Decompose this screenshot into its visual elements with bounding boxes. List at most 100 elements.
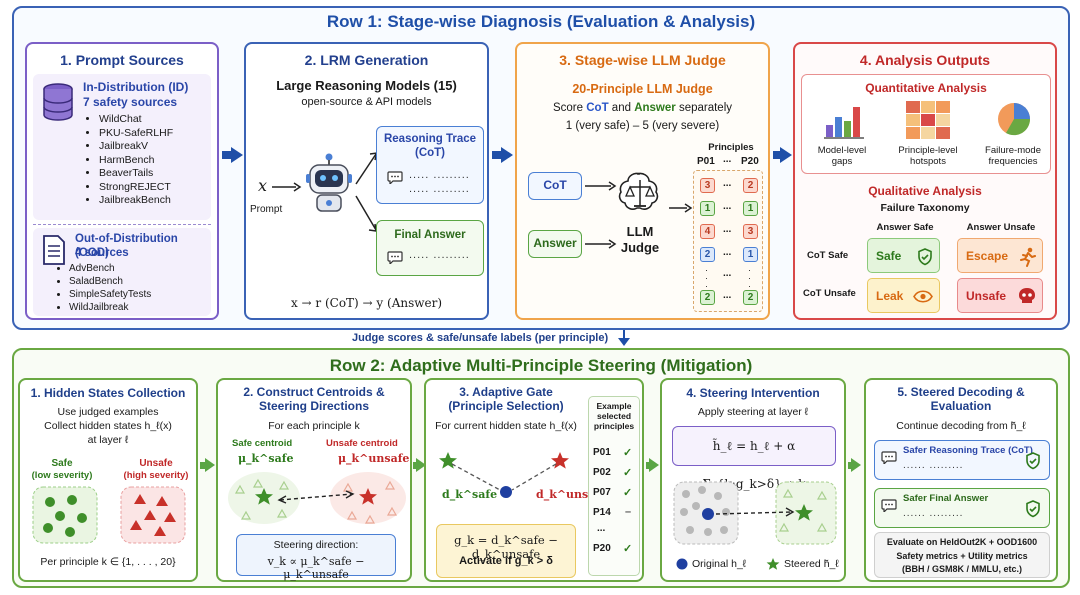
qual-title: Qualitative Analysis [868,184,982,198]
check-mark: ✓ [623,467,633,479]
original-state-label: Original h_ℓ [692,558,747,570]
score-chip: 2 [700,247,715,262]
quant-item-1-l2: gaps [831,156,853,167]
taxonomy-safe-cell: Safe [867,238,940,273]
trace-label-2: (CoT) [414,147,445,159]
connector-label: Judge scores & safe/unsafe labels (per p… [352,332,609,344]
quant-item-3-l2: frequencies [988,156,1038,167]
hidden-states-panel: 1. Hidden States Collection Use judged e… [18,378,198,582]
list-item: StrongREJECT [99,181,173,195]
hidden-states-title: 1. Hidden States Collection [30,386,186,400]
chat-bubble-icon [881,451,897,464]
connector-arrow-head [618,338,630,346]
list-item: BeaverTails [99,167,173,181]
unsafe-label: Unsafe [966,289,1007,303]
chat-bubble-icon [387,171,403,184]
eye-icon [913,290,933,303]
example-header-1: Example [596,401,632,411]
chat-bubble-icon [387,251,403,264]
list-item: AdvBench [69,262,151,275]
row-cot-unsafe: CoT Unsafe [803,288,856,299]
unsafe-group-label: Unsafe [139,458,173,469]
check-mark: ✓ [623,487,633,499]
ellipsis: ... [723,178,732,189]
row-cot-safe: CoT Safe [807,250,849,261]
analysis-title: 4. Analysis Outputs [859,52,991,68]
lrm-heading: Large Reasoning Models (15) [276,78,457,93]
ellipsis: ... [723,290,732,301]
ellipsis: ... [723,224,732,235]
flow-arrow-shaft [848,462,852,469]
trace-label: Reasoning Trace [383,133,477,145]
list-item: JailbreakV [99,140,173,154]
ellipsis: ... [723,247,732,258]
analysis-outputs-panel: 4. Analysis Outputs Quantitative Analysi… [793,42,1057,320]
steering-diagram [673,481,837,545]
score-chip: 3 [700,178,715,193]
quant-item-2-l2: hotspots [910,156,946,167]
safer-answer-text: ...... ......... [903,508,964,519]
gate-subtitle: For current hidden state h_ℓ(x) [435,420,577,432]
decoding-subtitle: Continue decoding from h̃_ℓ [896,420,1026,432]
list-item: HarmBench [99,154,173,168]
eval-line-1: Evaluate on HeldOut2K + OOD1600 [886,537,1038,547]
quant-item-3-l1: Failure-mode [985,145,1041,156]
score-chip: 1 [743,247,758,262]
score-chip: 3 [743,224,758,239]
flow-arrow-shaft [200,462,206,469]
dash-mark: – [625,506,632,518]
principles-label: Principles [708,142,754,153]
row2-title: Row 2: Adaptive Multi-Principle Steering… [329,356,753,375]
ood-subheading: 4 sources [75,247,129,259]
safer-trace-label: Safer Reasoning Trace (CoT) [903,445,1033,456]
flow-arrow-shaft [222,151,232,159]
ellipsis: ... [723,201,732,212]
taxonomy-label: Failure Taxonomy [880,202,970,214]
score-mid: and [611,102,631,114]
running-person-icon [1020,247,1036,267]
unsafe-group-sub: (high severity) [123,470,189,481]
id-source-list: WildChat PKU-SafeRLHF JailbreakV HarmBen… [85,113,173,208]
bar-chart-icon [824,107,864,139]
principle-score-grid [693,170,763,312]
robot-icon [306,153,352,212]
decoding-title-2: Evaluation [930,399,992,413]
s1-line-3: at layer ℓ [87,434,129,446]
leak-label: Leak [876,289,904,303]
p20-header: P20 [741,156,759,167]
quantitative-box: Quantitative Analysis Model-level gaps P… [801,74,1051,174]
list-item: SaladBench [69,275,151,288]
centroid-diagram [228,472,406,524]
principle-id: P01 [593,447,611,458]
database-icon [43,83,73,121]
gate-title: 3. Adaptive Gate [459,385,553,399]
list-item: WildChat [99,113,173,127]
cot-input-box: CoT [528,172,582,200]
trace-text: ..... ......... [409,169,470,181]
taxonomy-escape-cell: Escape [957,238,1043,273]
score-chip: 1 [700,201,715,216]
flow-arrow-head [501,147,513,163]
mu-unsafe: μ_k^unsafe [338,452,410,465]
col-answer-safe: Answer Safe [876,222,934,233]
steering-direction-label: Steering direction: [273,539,359,551]
unsafe-cluster [120,486,186,544]
safer-answer-label: Safer Final Answer [903,493,989,504]
example-header-3: principles [593,421,635,431]
row1-title: Row 1: Stage-wise Diagnosis (Evaluation … [326,12,756,31]
prompt-label: Prompt [250,204,283,215]
principle-id: P02 [593,467,611,478]
score-chip: 4 [700,224,715,239]
quant-item-2-l1: Principle-level [898,145,958,156]
steered-state-label: Steered h̃_ℓ [784,558,839,570]
skull-icon [1019,288,1035,305]
input-x: x [258,176,268,195]
prompt-sources-title: 1. Prompt Sources [60,52,184,68]
gate-formula: g_k = d_k^safe − d_k^unsafe [454,533,558,561]
centroids-title-2: Steering Directions [258,399,370,413]
final-answer-text: ..... ......... [409,249,470,261]
quant-item-1-l1: Model-level [817,145,867,156]
quant-item-1: Model-level gaps [804,145,880,167]
safe-cluster [32,486,98,544]
adaptive-gate-panel: 3. Adaptive Gate (Principle Selection) F… [424,378,644,582]
